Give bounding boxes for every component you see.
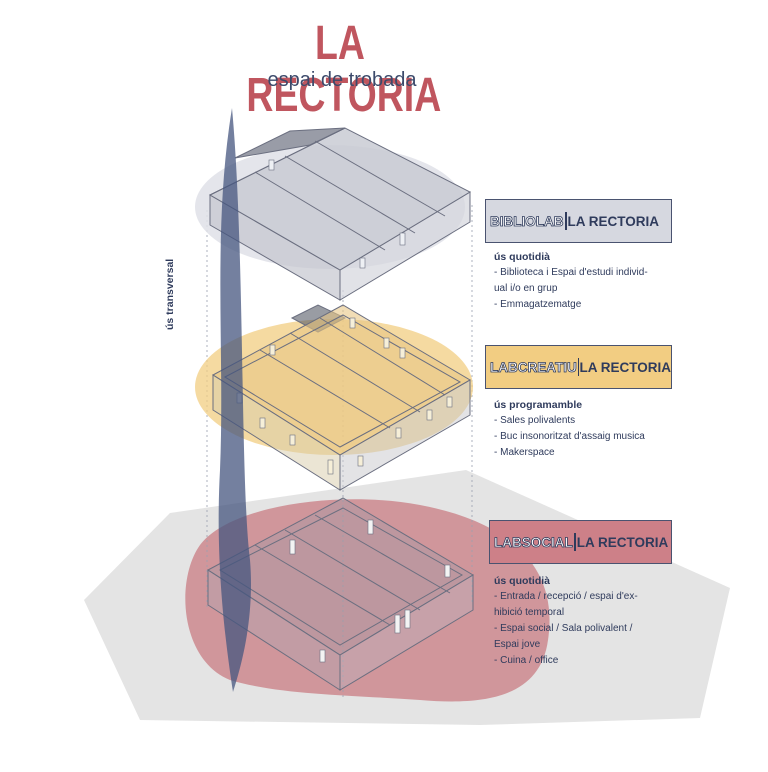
info-bibliolab: ús quotidià - Biblioteca i Espai d'estud… xyxy=(494,249,648,313)
use-item: Espai jove xyxy=(494,639,541,650)
transversal-band xyxy=(218,108,252,692)
use-heading: ús programamble xyxy=(494,399,583,411)
tag-divider xyxy=(573,533,576,551)
use-item: - Entrada / recepció / espai d'ex- xyxy=(494,591,638,602)
floor-top xyxy=(208,127,472,301)
tag-labsocial-suffix: LA RECTORIA xyxy=(576,534,669,550)
use-item: - Emmagatzematge xyxy=(494,299,582,310)
tag-bibliolab-prefix: BIBLIOLAB xyxy=(490,213,564,229)
use-item: - Buc insonoritzat d'assaig musica xyxy=(494,431,645,442)
use-heading: ús quotidià xyxy=(494,575,550,587)
social-blob xyxy=(185,499,550,702)
page-subtitle: espai de trobada xyxy=(267,69,417,91)
tag-divider xyxy=(577,358,579,376)
tag-labcreatiu-prefix: LABCREATIU xyxy=(490,359,578,375)
info-labcreatiu: ús programamble - Sales polivalents - Bu… xyxy=(494,397,645,461)
use-item: - Espai social / Sala polivalent / xyxy=(494,623,633,634)
tag-divider xyxy=(564,212,567,230)
use-item: - Biblioteca i Espai d'estudi individ- xyxy=(494,267,648,278)
tag-labsocial-prefix: LABSOCIAL xyxy=(494,534,574,550)
info-labsocial: ús quotidià - Entrada / recepció / espai… xyxy=(494,573,638,669)
use-item: - Cuina / office xyxy=(494,655,559,666)
tag-labcreatiu-suffix: LA RECTORIA xyxy=(579,359,671,375)
use-item: - Sales polivalents xyxy=(494,415,576,426)
use-item: - Makerspace xyxy=(494,447,555,458)
side-label: ús transversal xyxy=(164,258,176,330)
page-title: LA RECTORIA xyxy=(246,17,442,122)
floor-ground-windows xyxy=(289,519,451,663)
tag-bibliolab-suffix: LA RECTORIA xyxy=(567,213,660,229)
use-heading: ús quotidià xyxy=(494,251,550,263)
use-item: hibició temporal xyxy=(494,607,565,618)
floor-middle xyxy=(212,304,471,491)
floor-top-windows xyxy=(268,159,406,269)
use-item: ual i/o en grup xyxy=(494,283,558,294)
